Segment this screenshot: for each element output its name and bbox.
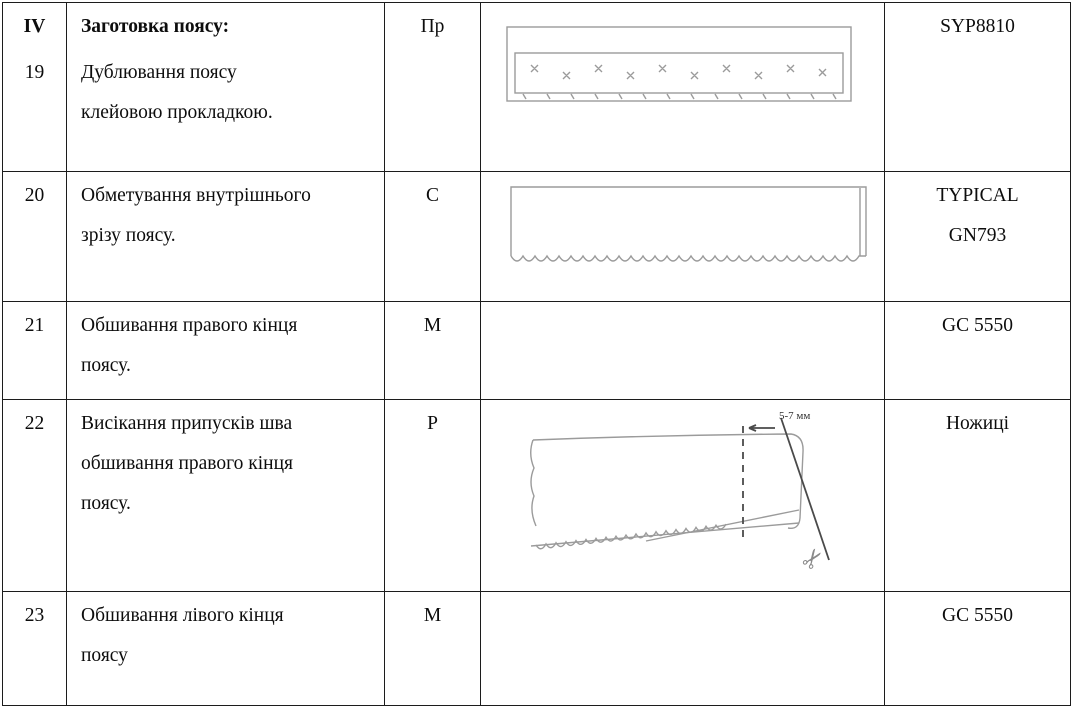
table-row: 22 Висікання припусків шва обшивання пра… (2, 399, 1071, 592)
diagram-cell-empty (480, 591, 885, 706)
operation-cell: Обшивання лівого кінця поясу (66, 591, 385, 706)
op-number: 22 (24, 413, 45, 434)
work-type-cell: М (384, 301, 481, 400)
op-number: 23 (24, 605, 45, 626)
operation-cell: Заготовка поясу: Дублювання поясу клейов… (66, 2, 385, 172)
equipment: GC 5550 (942, 605, 1013, 626)
work-type-cell: Р (384, 399, 481, 592)
equipment: TYPICAL (936, 185, 1019, 206)
equipment: GN793 (948, 225, 1007, 246)
number-cell: 21 (2, 301, 67, 400)
operation-text-line: клейовою прокладкою. (81, 102, 273, 123)
overlock-loops (510, 254, 866, 262)
work-type: Пр (420, 16, 445, 37)
operation-text-line: поясу (81, 645, 128, 666)
operation-text-line: Обшивання лівого кінця (81, 605, 284, 626)
op-number: 20 (24, 185, 45, 206)
table-row: 23 Обшивання лівого кінця поясу М GC 555… (2, 591, 1071, 706)
table-row: IV 19 Заготовка поясу: Дублювання поясу … (2, 2, 1071, 172)
operation-group-title: Заготовка поясу: (81, 16, 230, 37)
operation-text-line: обшивання правого кінця (81, 453, 293, 474)
number-cell: 23 (2, 591, 67, 706)
diagram-cell (480, 2, 885, 172)
operation-text-line: Обшивання правого кінця (81, 315, 298, 336)
operation-text-line: Обметування внутрішнього (81, 185, 311, 206)
table-row: 20 Обметування внутрішнього зрізу поясу.… (2, 171, 1071, 302)
fusing-cross-marks (530, 64, 827, 80)
equipment: SYP8810 (940, 16, 1015, 37)
operation-cell: Обметування внутрішнього зрізу поясу. (66, 171, 385, 302)
table-row: 21 Обшивання правого кінця поясу. М GC 5… (2, 301, 1071, 400)
number-cell: 22 (2, 399, 67, 592)
equipment: GC 5550 (942, 315, 1013, 336)
operation-cell: Обшивання правого кінця поясу. (66, 301, 385, 400)
diagram-cell-empty (480, 301, 885, 400)
operation-text-line: поясу. (81, 355, 131, 376)
operation-text-line: поясу. (81, 493, 131, 514)
belt-outline (510, 186, 867, 256)
belt-outline (506, 26, 852, 102)
number-cell: IV 19 (2, 2, 67, 172)
work-type-cell: М (384, 591, 481, 706)
dimension-label: 5-7 мм (779, 410, 810, 422)
work-type: М (423, 605, 442, 626)
op-number: 19 (24, 62, 45, 83)
dimension-annotation: 5-7 мм (748, 410, 810, 432)
equipment-cell: GC 5550 (884, 591, 1071, 706)
operation-text-line: зрізу поясу. (81, 225, 176, 246)
work-type: С (425, 185, 439, 206)
equipment: Ножиці (945, 413, 1010, 434)
equipment-cell: TYPICAL GN793 (884, 171, 1071, 302)
work-type-cell: Пр (384, 2, 481, 172)
scissors-icon: ✂ (795, 542, 831, 576)
operation-cell: Висікання припусків шва обшивання правог… (66, 399, 385, 592)
diagram-cell: 5-7 мм ✂ (480, 399, 885, 592)
overlock-loops (535, 523, 727, 550)
belt-end-outline (530, 433, 804, 547)
op-number: 21 (24, 315, 45, 336)
work-type: М (423, 315, 442, 336)
equipment-cell: GC 5550 (884, 301, 1071, 400)
cut-line (780, 417, 830, 561)
work-type: Р (427, 413, 438, 434)
work-type-cell: С (384, 171, 481, 302)
stage-number: IV (23, 16, 46, 37)
equipment-cell: SYP8810 (884, 2, 1071, 172)
number-cell: 20 (2, 171, 67, 302)
stitch-tick-marks (522, 93, 837, 100)
diagram-cell (480, 171, 885, 302)
operation-text-line: Висікання припусків шва (81, 413, 293, 434)
operation-text-line: Дублювання поясу (81, 62, 237, 83)
belt-fusing-diagram (506, 26, 852, 102)
belt-overlock-diagram (510, 186, 867, 262)
seam-trimming-diagram: 5-7 мм ✂ (530, 410, 831, 576)
equipment-cell: Ножиці (884, 399, 1071, 592)
